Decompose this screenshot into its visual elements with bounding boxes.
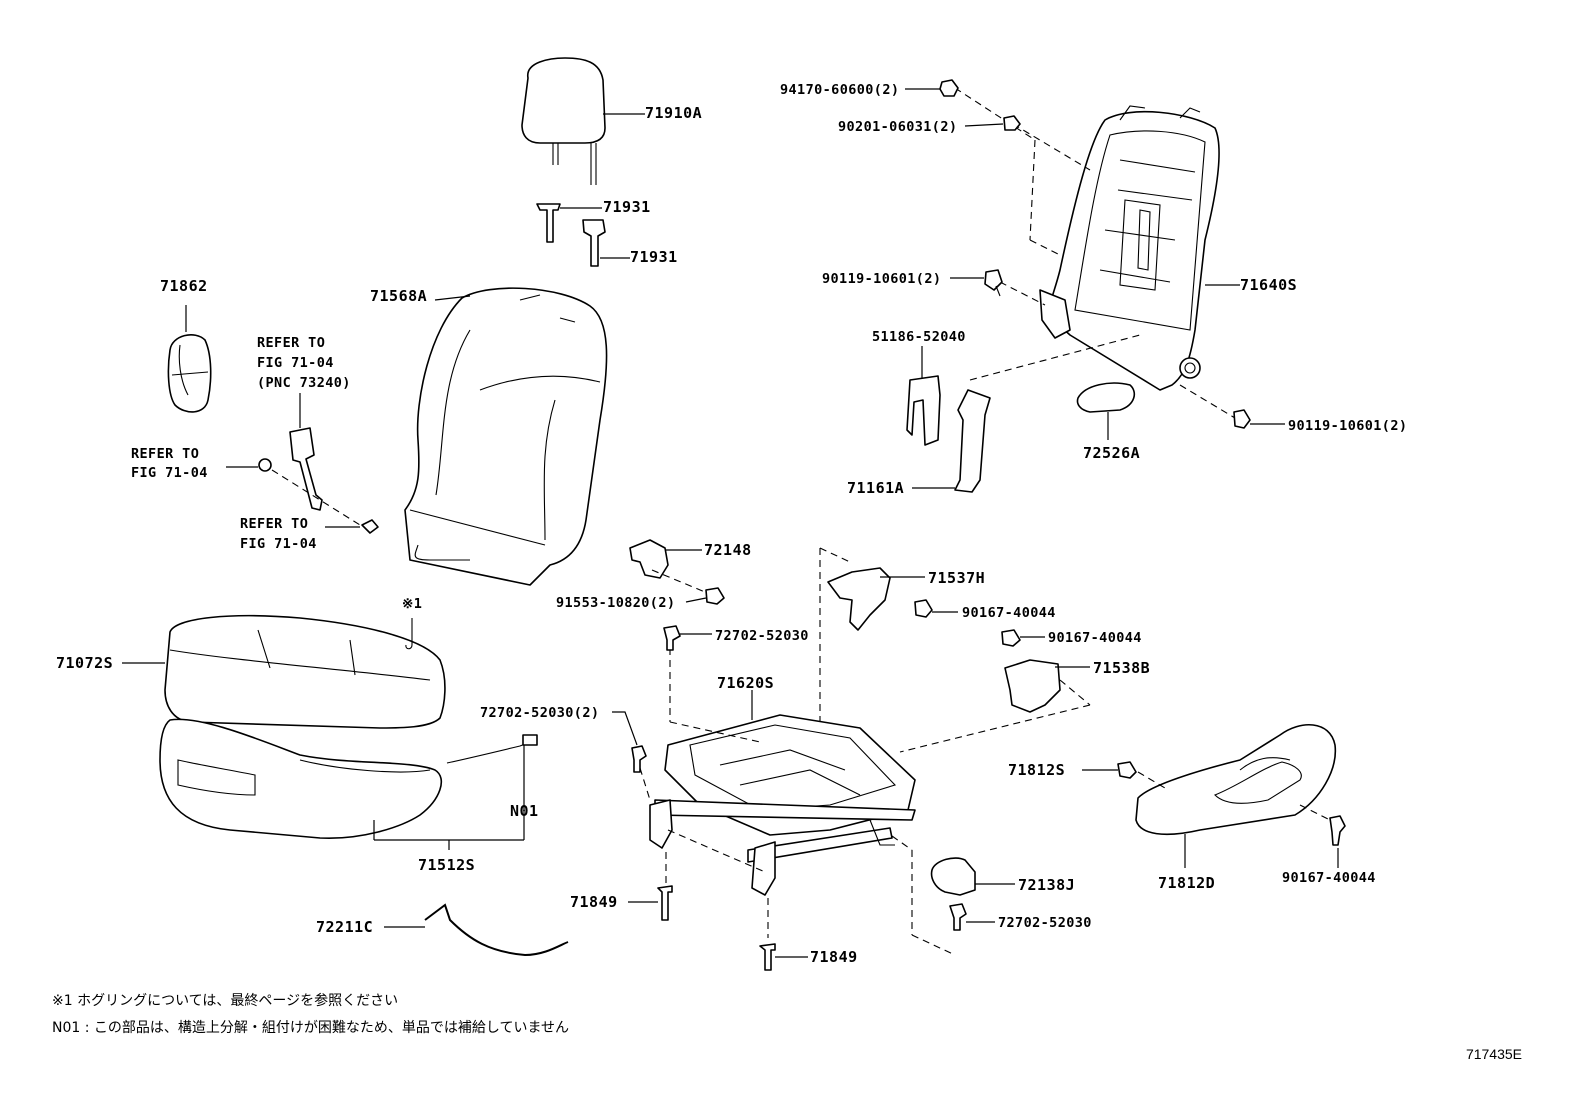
footnote-hog-ring: ※1 ホグリングについては、最終ページを参照ください [52,993,399,1009]
label-90167-a: 90167-40044 [962,605,1056,621]
label-71812S: 71812S [1008,761,1065,779]
bolt-90119-b[interactable] [1233,409,1251,429]
seatback-cover-71568A[interactable] [404,287,608,586]
hog-ring-icon [405,618,413,650]
bracket-71161A[interactable] [954,389,991,493]
cushion-pad-71512S[interactable] [159,718,443,840]
bolt-71849-a[interactable] [657,885,673,921]
wire-72211C[interactable] [424,903,569,957]
label-91553: 91553-10820(2) [556,595,675,611]
label-N01: N01 [510,802,539,820]
label-90119-a: 90119-10601(2) [822,271,941,287]
cushion-cover-71072S[interactable] [164,614,446,729]
label-pnc: (PNC 73240) [257,375,351,391]
label-51186: 51186-52040 [872,329,966,345]
seat-track-71620S[interactable] [649,714,916,896]
footnote-N01: N01 : この部品は、構造上分解・組付けが困難なため、単品では補給していません [52,1020,570,1036]
label-71538B: 71538B [1093,659,1150,677]
diagram-code: 717435E [1465,1046,1522,1062]
bolt-94170[interactable] [939,79,959,97]
label-refer-to-2: REFER TO [131,446,199,462]
label-fig-1: FIG 71-04 [257,355,334,371]
label-72211C: 72211C [316,918,373,936]
refer-nut-2[interactable] [361,519,379,534]
label-71862: 71862 [160,277,208,295]
cover-72526A[interactable] [1076,382,1136,413]
label-71620S: 71620S [717,674,774,692]
label-94170: 94170-60600(2) [780,82,899,98]
cover-71537H[interactable] [827,567,891,631]
label-71931-b: 71931 [630,248,678,266]
label-72702-c: 72702-52030 [998,915,1092,931]
label-71072S: 71072S [56,654,113,672]
screw-90167-c[interactable] [1329,815,1346,846]
label-72702-a: 72702-52030 [715,628,809,644]
label-refer-to-3: REFER TO [240,516,308,532]
side-shield-71812D[interactable] [1135,723,1337,836]
label-mark1: ※1 [402,596,422,612]
screw-90167-b[interactable] [1001,629,1021,647]
seat-belt-buckle[interactable] [289,427,323,511]
label-90167-c: 90167-40044 [1282,870,1376,886]
label-71537H: 71537H [928,569,985,587]
label-72526A: 72526A [1083,444,1140,462]
cover-72138J[interactable] [930,857,976,896]
screw-90167-a[interactable] [914,599,933,618]
label-71640S: 71640S [1240,276,1297,294]
bolt-72702-a[interactable] [663,625,681,651]
label-90119-b: 90119-10601(2) [1288,418,1407,434]
bolt-72702-c[interactable] [949,903,967,931]
label-71512S: 71512S [418,856,475,874]
headrest-guide-71931-a[interactable] [536,203,561,243]
label-71931-a: 71931 [603,198,651,216]
bolt-91553[interactable] [705,587,725,605]
label-71849-a: 71849 [570,893,618,911]
label-71161A: 71161A [847,479,904,497]
label-72148: 72148 [704,541,752,559]
refer-bolt-1[interactable] [258,458,272,472]
label-71849-b: 71849 [810,948,858,966]
label-refer-to-1: REFER TO [257,335,325,351]
bolt-90119-a[interactable] [984,269,1003,297]
label-71812D: 71812D [1158,874,1215,892]
label-72702-b: 72702-52030(2) [480,705,599,721]
bolt-72702-b[interactable] [631,745,647,773]
label-71910A: 71910A [645,104,702,122]
wire-harness-N01[interactable] [446,734,538,764]
label-71568A: 71568A [370,287,427,305]
label-fig-2: FIG 71-04 [131,465,208,481]
cover-71862[interactable] [167,334,212,413]
label-90201: 90201-06031(2) [838,119,957,135]
headrest-71910A[interactable] [521,57,606,185]
headrest-guide-71931-b[interactable] [582,219,606,267]
seatback-frame-71640S[interactable] [1039,105,1220,391]
label-90167-b: 90167-40044 [1048,630,1142,646]
screw-71812S[interactable] [1117,761,1137,779]
label-72138J: 72138J [1018,876,1075,894]
nut-90201[interactable] [1003,115,1021,131]
label-fig-3: FIG 71-04 [240,536,317,552]
bracket-72148[interactable] [629,539,669,579]
cover-71538B[interactable] [1004,659,1061,713]
bracket-51186-52040[interactable] [906,375,941,446]
bolt-71849-b[interactable] [759,943,776,971]
